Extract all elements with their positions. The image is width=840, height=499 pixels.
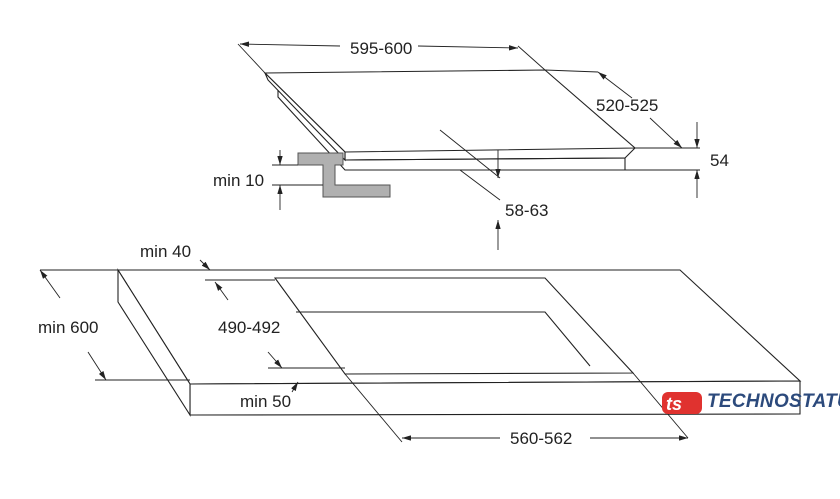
label-clearance: min 10 <box>213 171 264 190</box>
countertop <box>117 268 802 417</box>
label-cutout-depth: 490-492 <box>218 318 280 337</box>
hob <box>263 69 637 198</box>
label-rear-margin: min 40 <box>140 242 191 261</box>
brand-name: TECHNOSTATUS <box>707 391 840 412</box>
dimension-lines <box>39 41 700 443</box>
label-front-margin: min 50 <box>240 392 291 411</box>
label-cutout-width: 560-562 <box>510 429 572 448</box>
label-depth: 520-525 <box>596 96 658 115</box>
label-counter-depth: min 600 <box>38 318 98 337</box>
label-width: 595-600 <box>350 39 412 58</box>
svg-text:ts: ts <box>666 394 682 414</box>
label-height: 54 <box>710 151 729 170</box>
technostatus-logo-icon: ts <box>662 392 702 414</box>
mounting-bracket <box>297 152 391 198</box>
label-depth-inset: 58-63 <box>505 201 548 220</box>
